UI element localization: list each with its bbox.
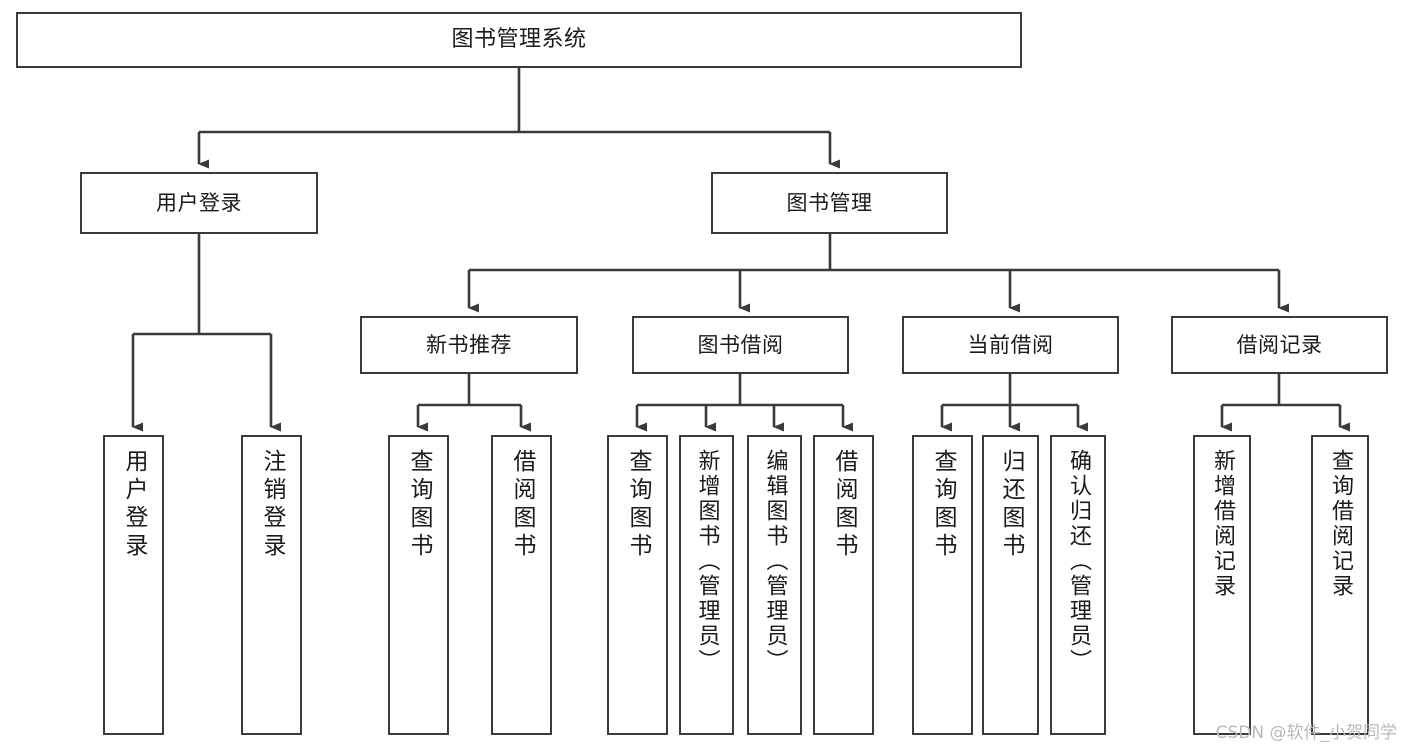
node-leaf-query-book-3-label: 查询图书 xyxy=(930,449,956,561)
node-leaf-query-book-2[interactable]: 查询图书 xyxy=(607,435,668,735)
node-leaf-borrow-book-2[interactable]: 借阅图书 xyxy=(813,435,874,735)
node-leaf-query-book-3[interactable]: 查询图书 xyxy=(912,435,973,735)
node-leaf-query-book-2-label: 查询图书 xyxy=(625,449,651,561)
node-book-manage[interactable]: 图书管理 xyxy=(711,172,948,234)
node-leaf-edit-book-label: 编辑图书（管理员） xyxy=(762,449,788,674)
node-leaf-query-record[interactable]: 查询借阅记录 xyxy=(1311,435,1369,735)
node-leaf-logout-login[interactable]: 注销登录 xyxy=(241,435,302,735)
node-new-book-recommend[interactable]: 新书推荐 xyxy=(360,316,578,374)
node-leaf-add-book-label: 新增图书（管理员） xyxy=(694,449,720,674)
node-leaf-query-book-1[interactable]: 查询图书 xyxy=(388,435,449,735)
node-user-login-label: 用户登录 xyxy=(156,190,242,215)
node-current-borrow[interactable]: 当前借阅 xyxy=(902,316,1119,374)
node-leaf-user-login[interactable]: 用户登录 xyxy=(103,435,164,735)
node-leaf-confirm-return-label: 确认归还（管理员） xyxy=(1066,449,1091,674)
node-new-book-recommend-label: 新书推荐 xyxy=(426,332,512,357)
node-leaf-query-record-label: 查询借阅记录 xyxy=(1328,449,1353,599)
node-leaf-borrow-book-2-label: 借阅图书 xyxy=(831,449,857,561)
node-book-borrow-label: 图书借阅 xyxy=(697,332,784,357)
node-leaf-borrow-book-1[interactable]: 借阅图书 xyxy=(491,435,552,735)
node-leaf-add-record[interactable]: 新增借阅记录 xyxy=(1193,435,1251,735)
node-root-system-label: 图书管理系统 xyxy=(451,27,587,53)
node-borrow-record-label: 借阅记录 xyxy=(1236,332,1323,357)
node-leaf-confirm-return[interactable]: 确认归还（管理员） xyxy=(1050,435,1106,735)
node-user-login[interactable]: 用户登录 xyxy=(80,172,318,234)
node-borrow-record[interactable]: 借阅记录 xyxy=(1171,316,1388,374)
node-root-system[interactable]: 图书管理系统 xyxy=(16,12,1022,68)
node-book-manage-label: 图书管理 xyxy=(786,190,873,215)
node-leaf-return-book-label: 归还图书 xyxy=(998,449,1024,561)
watermark-text: CSDN @软件_小贺同学 xyxy=(1215,723,1397,743)
node-leaf-logout-login-label: 注销登录 xyxy=(259,449,285,561)
node-leaf-add-record-label: 新增借阅记录 xyxy=(1210,449,1235,599)
node-book-borrow[interactable]: 图书借阅 xyxy=(632,316,849,374)
node-leaf-return-book[interactable]: 归还图书 xyxy=(982,435,1039,735)
node-leaf-edit-book[interactable]: 编辑图书（管理员） xyxy=(747,435,802,735)
node-leaf-query-book-1-label: 查询图书 xyxy=(406,449,432,561)
node-leaf-user-login-label: 用户登录 xyxy=(121,449,147,561)
node-current-borrow-label: 当前借阅 xyxy=(967,332,1054,357)
node-leaf-add-book[interactable]: 新增图书（管理员） xyxy=(679,435,734,735)
node-leaf-borrow-book-1-label: 借阅图书 xyxy=(509,449,535,561)
